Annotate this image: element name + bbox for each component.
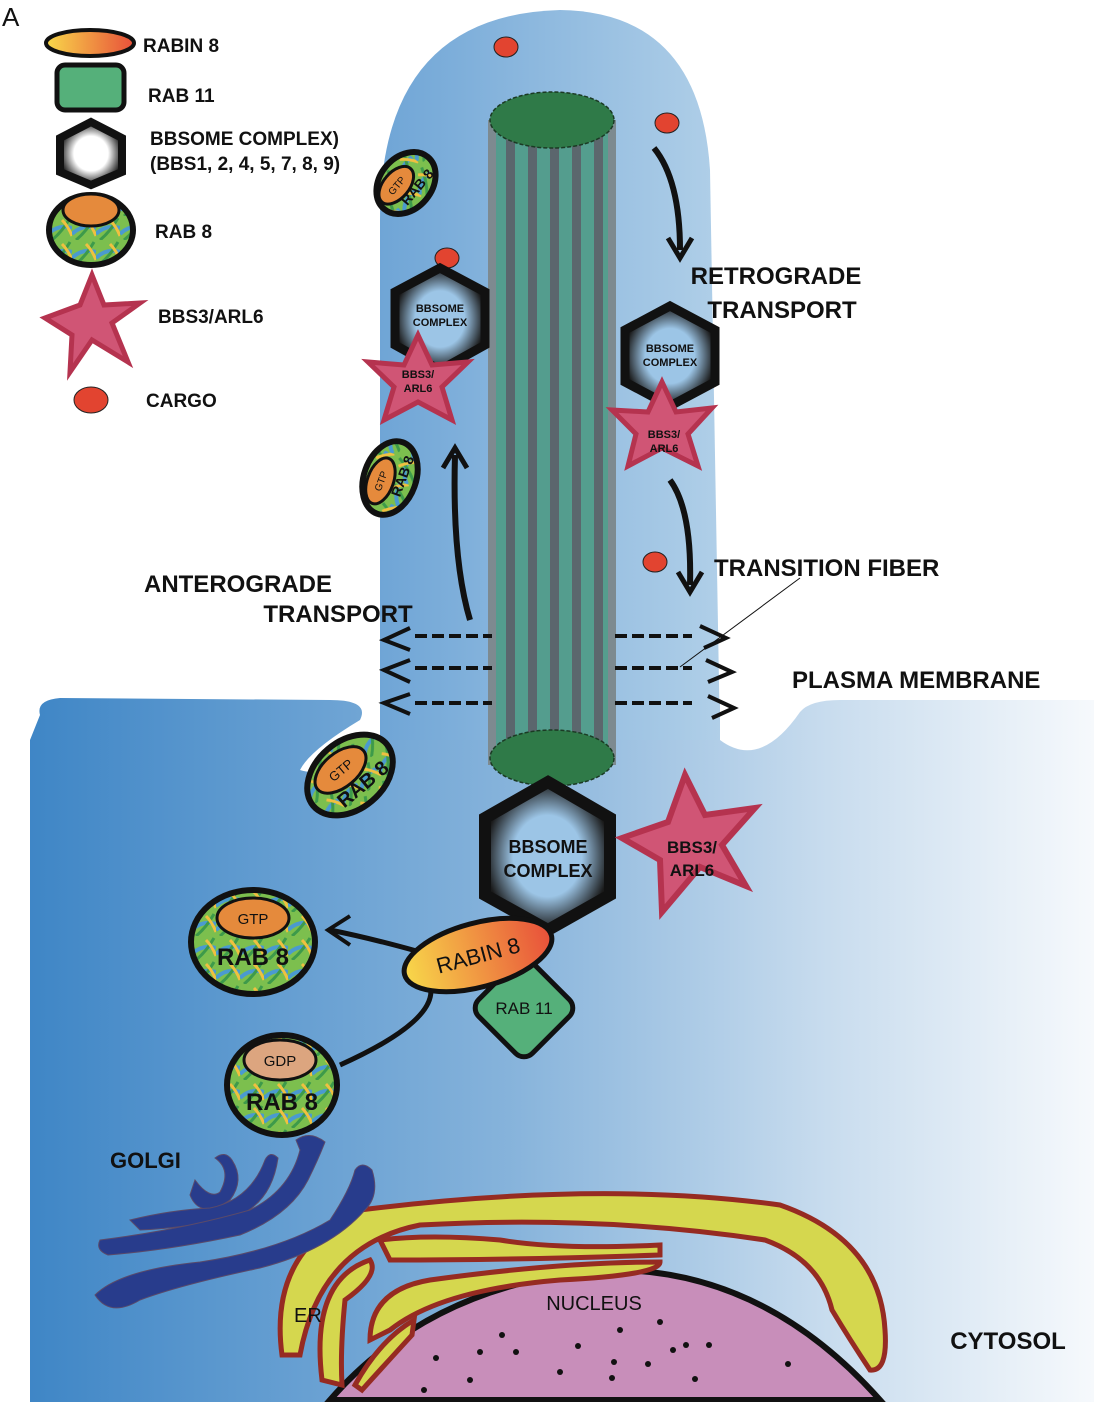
anterograde-label-1: ANTEROGRADE <box>144 571 332 598</box>
bbsome-label-1: BBSOME <box>416 303 464 315</box>
nucleus-label: NUCLEUS <box>546 1293 642 1315</box>
rab8-gtp-middle: GTP RAB 8 <box>359 438 421 518</box>
cargo-dot <box>493 36 519 58</box>
panel-label: A <box>2 2 20 32</box>
rabin8-icon <box>44 28 136 58</box>
legend-item-rabin8: RABIN 8 <box>44 28 219 58</box>
legend-item-bbsome: BBSOME COMPLEX) (BBS1, 2, 4, 5, 7, 8, 9) <box>56 117 340 190</box>
bbsome-label-2: COMPLEX <box>503 861 592 881</box>
legend-item-rab11: RAB 11 <box>54 62 215 113</box>
er-label: ER <box>294 1305 322 1327</box>
endoplasmic-reticulum <box>277 1191 888 1394</box>
transition-fiber-label: TRANSITION FIBER <box>714 555 939 582</box>
rab11-label: RAB 11 <box>495 999 552 1018</box>
rabin8: RABIN 8 <box>401 915 555 995</box>
cytosol-label: CYTOSOL <box>950 1328 1066 1355</box>
bbs3-star-right: BBS3/ ARL6 <box>605 376 719 471</box>
bbs3-label-1: BBS3/ <box>648 429 680 441</box>
legend: RABIN 8 RAB 11 BBSOME COMPLEX) (BBS1, 2,… <box>39 28 340 414</box>
legend-label: RAB 11 <box>148 86 215 107</box>
legend-label: RAB 8 <box>155 222 212 243</box>
gtp-label: GTP <box>238 911 269 928</box>
legend-label: CARGO <box>146 391 217 412</box>
cargo-dot <box>642 551 668 573</box>
legend-item-rab8: RAB 8 <box>46 192 212 268</box>
legend-item-cargo: CARGO <box>73 386 217 414</box>
bbsome-label-1: BBSOME <box>646 343 694 355</box>
retrograde-label-2: TRANSPORT <box>707 297 857 324</box>
bbs3-label-1: BBS3/ <box>402 369 434 381</box>
legend-label: BBSOME COMPLEX) <box>150 129 339 150</box>
golgi-label: GOLGI <box>110 1148 181 1173</box>
axoneme <box>488 91 616 787</box>
rab8-gdp: GDP RAB 8 <box>224 1032 340 1138</box>
plasma-membrane-label: PLASMA MEMBRANE <box>792 667 1040 694</box>
cargo-icon <box>73 386 109 414</box>
rab8-gtp-released: GTP RAB 8 <box>188 887 318 997</box>
rab11-icon <box>54 62 127 113</box>
retrograde-label-1: RETROGRADE <box>691 263 862 290</box>
gdp-label: GDP <box>264 1053 297 1070</box>
rab8-label: RAB 8 <box>246 1089 318 1116</box>
rab8-gtp-upper: GTP RAB 8 <box>373 149 439 217</box>
bbs3-label-2: ARL6 <box>670 861 714 880</box>
cargo-dots <box>434 36 680 573</box>
bbsome-icon <box>56 117 126 190</box>
bbs3-label-2: ARL6 <box>650 443 679 455</box>
bbs3-star-basal: BBS3/ ARL6 <box>614 767 763 920</box>
legend-label: BBS3/ARL6 <box>158 307 264 328</box>
bbsome-label-2: COMPLEX <box>413 317 468 329</box>
star-icon <box>39 268 149 381</box>
rab8-gtp-base: GTP RAB 8 <box>304 731 396 819</box>
bbsome-label-2: COMPLEX <box>643 357 698 369</box>
chromatin-dots <box>421 1319 791 1393</box>
anterograde-arrow <box>440 443 473 621</box>
bbsome-label-1: BBSOME <box>508 837 587 857</box>
transition-fiber-pointer <box>679 577 801 668</box>
bbsome-complex-basal: BBSOME COMPLEX <box>479 775 616 937</box>
golgi-apparatus <box>94 1135 376 1309</box>
axoneme-tip <box>489 91 615 149</box>
bbs3-star-upper-left: BBS3/ ARL6 <box>361 329 475 426</box>
rab8-label: RAB 8 <box>217 944 289 971</box>
cargo-dot <box>654 112 680 134</box>
legend-item-bbs3: BBS3/ARL6 <box>39 268 264 381</box>
bbs3-label-2: ARL6 <box>404 383 433 395</box>
anterograde-label-2: TRANSPORT <box>263 601 413 628</box>
legend-label: RABIN 8 <box>143 36 219 57</box>
retrograde-arrow <box>651 146 705 597</box>
transition-fibers <box>378 624 739 720</box>
bbsome-complex-right: BBSOME COMPLEX <box>620 300 720 412</box>
legend-label-sub: (BBS1, 2, 4, 5, 7, 8, 9) <box>150 154 340 175</box>
bbs3-label-1: BBS3/ <box>667 838 717 857</box>
